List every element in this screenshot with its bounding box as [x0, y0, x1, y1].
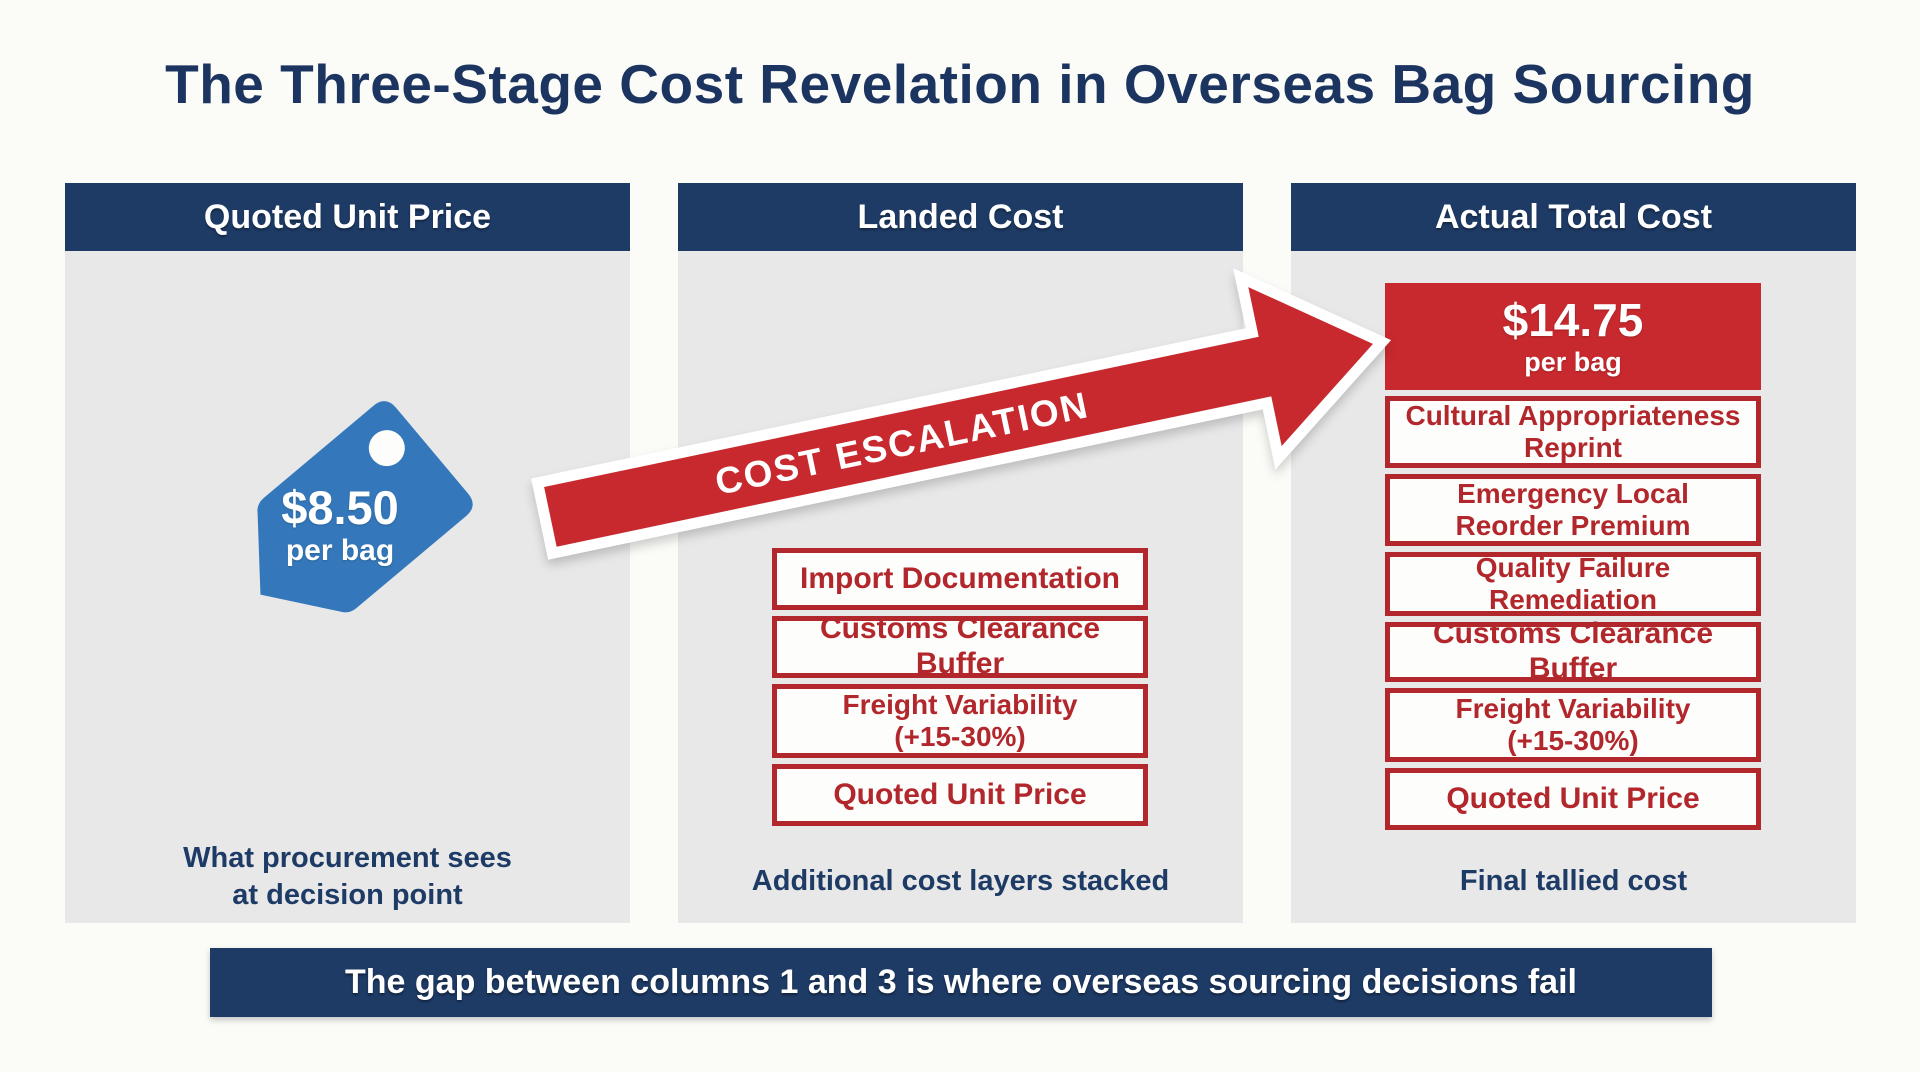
cost-box-label: Freight Variability [1455, 692, 1691, 724]
cost-box-label: Quoted Unit Price [833, 777, 1087, 811]
cost-box-label: Quoted Unit Price [1446, 781, 1700, 815]
caption-line: Additional cost layers stacked [751, 865, 1170, 898]
quoted-price-value: $8.50 [281, 481, 399, 534]
cost-box-quality-failure-remediation: Quality Failure Remediation [1385, 552, 1761, 616]
cost-box-quoted-unit-price: Quoted Unit Price [1385, 768, 1761, 830]
cost-box-label: Reorder Premium [1455, 510, 1691, 541]
price-tag-text: $8.50 per bag [225, 483, 455, 570]
cost-box-import-documentation: Import Documentation [772, 548, 1148, 610]
cost-box-label: (+15-30%) [1507, 725, 1639, 756]
total-cost-box: $14.75 per bag [1385, 283, 1761, 390]
cost-box-label: Reprint [1524, 432, 1622, 463]
cost-box-customs-clearance-buffer: Customs Clearance Buffer [772, 612, 1148, 680]
tag-hole-icon [368, 430, 405, 467]
column-3-header: Actual Total Cost [1291, 183, 1856, 251]
column-2-caption: Additional cost layers stacked [678, 863, 1243, 901]
landed-cost-stack: Import Documentation Customs Clearance B… [772, 548, 1148, 826]
column-actual-total-cost: Actual Total Cost $14.75 per bag Cultura… [1291, 183, 1856, 923]
column-3-caption: Final tallied cost [1291, 863, 1856, 901]
cost-box-label: Quality Failure [1475, 551, 1671, 583]
cost-box-customs-clearance-buffer: Customs Clearance Buffer [1385, 617, 1761, 685]
caption-line: What procurement sees [183, 841, 512, 874]
column-1-body: $8.50 per bag What procurement sees at d… [65, 251, 630, 923]
cost-box-label: (+15-30%) [894, 721, 1026, 752]
caption-line: Final tallied cost [1459, 865, 1688, 898]
cost-box-label: Customs Clearance Buffer [819, 612, 1101, 680]
cost-box-label: Remediation [1488, 584, 1658, 615]
cost-box-label: Import Documentation [800, 561, 1120, 595]
column-2-header: Landed Cost [678, 183, 1243, 251]
column-quoted-unit-price: Quoted Unit Price $8.50 per bag What pro… [65, 183, 630, 923]
cost-box-quoted-unit-price: Quoted Unit Price [772, 764, 1148, 826]
page-title: The Three-Stage Cost Revelation in Overs… [165, 53, 1755, 115]
caption-line: at decision point [232, 879, 463, 912]
price-tag-icon [211, 391, 484, 654]
footer-banner: The gap between columns 1 and 3 is where… [210, 948, 1712, 1017]
total-price-unit: per bag [1524, 346, 1622, 377]
cost-box-label: Freight Variability [842, 688, 1078, 720]
cost-box-freight-variability: Freight Variability (+15-30%) [772, 684, 1148, 758]
cost-box-freight-variability: Freight Variability (+15-30%) [1385, 688, 1761, 762]
column-1-header: Quoted Unit Price [65, 183, 630, 251]
cost-box-label: Cultural Appropriateness [1405, 399, 1741, 431]
quoted-price-unit: per bag [285, 534, 395, 568]
column-3-body: $14.75 per bag Cultural Appropriateness … [1291, 251, 1856, 923]
actual-total-stack: $14.75 per bag Cultural Appropriateness … [1385, 283, 1761, 830]
cost-box-cultural-appropriateness-reprint: Cultural Appropriateness Reprint [1385, 396, 1761, 468]
cost-box-label: Customs Clearance Buffer [1432, 617, 1714, 685]
cost-box-emergency-local-reorder-premium: Emergency Local Reorder Premium [1385, 474, 1761, 546]
cost-box-label: Emergency Local [1457, 477, 1689, 509]
column-1-caption: What procurement sees at decision point [65, 840, 630, 915]
column-2-body: Import Documentation Customs Clearance B… [678, 251, 1243, 923]
column-landed-cost: Landed Cost Import Documentation Customs… [678, 183, 1243, 923]
total-price-value: $14.75 [1502, 294, 1644, 346]
